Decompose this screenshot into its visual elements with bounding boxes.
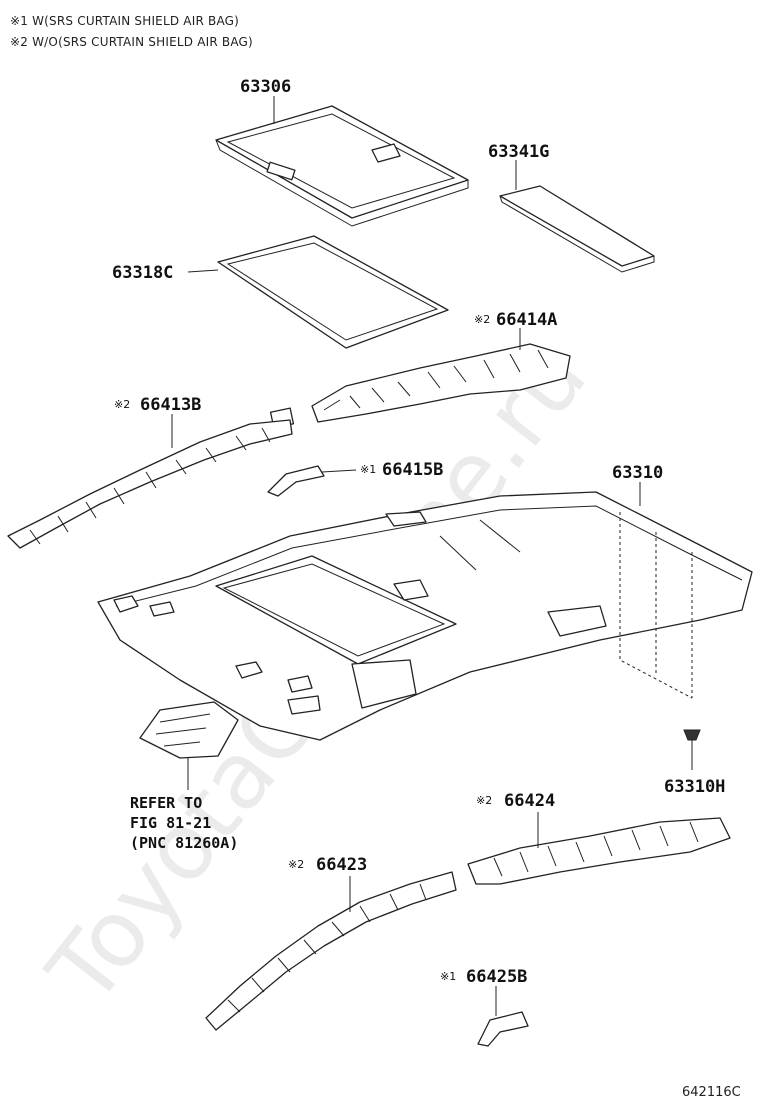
label-63310: 63310 <box>612 463 663 483</box>
label-66423: 66423 <box>316 855 367 875</box>
mark-66424: ※2 <box>476 794 492 807</box>
drawing-code: 642116C <box>682 1085 741 1100</box>
legend-text-1: W(SRS CURTAIN SHIELD AIR BAG) <box>32 14 240 28</box>
legend-line-2: ※2 W/O(SRS CURTAIN SHIELD AIR BAG) <box>10 35 253 49</box>
dashed-guide-63310H <box>619 512 693 699</box>
label-63341G: 63341G <box>488 142 549 162</box>
leader-66415B <box>321 469 357 473</box>
label-63306: 63306 <box>240 77 291 97</box>
part-66423-drawing <box>205 871 457 1031</box>
mark-66425B: ※1 <box>440 970 456 983</box>
part-66425B-drawing <box>477 1011 529 1047</box>
mark-66413B: ※2 <box>114 398 130 411</box>
label-63318C: 63318C <box>112 263 173 283</box>
legend-text-2: W/O(SRS CURTAIN SHIELD AIR BAG) <box>32 35 253 49</box>
mark-66423: ※2 <box>288 858 304 871</box>
legend-mark-2: ※2 <box>10 35 29 49</box>
part-66413B-drawing <box>7 419 293 549</box>
mark-66415B: ※1 <box>360 463 376 476</box>
map-lamp-drawing <box>139 701 239 759</box>
label-66425B: 66425B <box>466 967 527 987</box>
legend-line-1: ※1 W(SRS CURTAIN SHIELD AIR BAG) <box>10 14 239 28</box>
part-66415B-drawing <box>267 465 325 497</box>
part-63310H-drawing <box>683 729 701 746</box>
part-63341G-drawing <box>499 185 655 273</box>
label-66415B: 66415B <box>382 460 443 480</box>
leader-63318C <box>187 269 219 273</box>
reference-line-2: FIG 81-21 <box>130 814 211 832</box>
reference-line-1: REFER TO <box>130 794 202 812</box>
legend-mark-1: ※1 <box>10 14 29 28</box>
part-63318C-drawing <box>217 235 449 349</box>
label-63310H: 63310H <box>664 777 725 797</box>
part-63310-drawing <box>97 491 753 741</box>
label-66413B: 66413B <box>140 395 201 415</box>
mark-66414A: ※2 <box>474 313 490 326</box>
part-66424-drawing <box>467 817 731 885</box>
label-66414A: 66414A <box>496 310 557 330</box>
part-63306-drawing <box>215 105 469 227</box>
label-66424: 66424 <box>504 791 555 811</box>
reference-line-3: (PNC 81260A) <box>130 834 238 852</box>
